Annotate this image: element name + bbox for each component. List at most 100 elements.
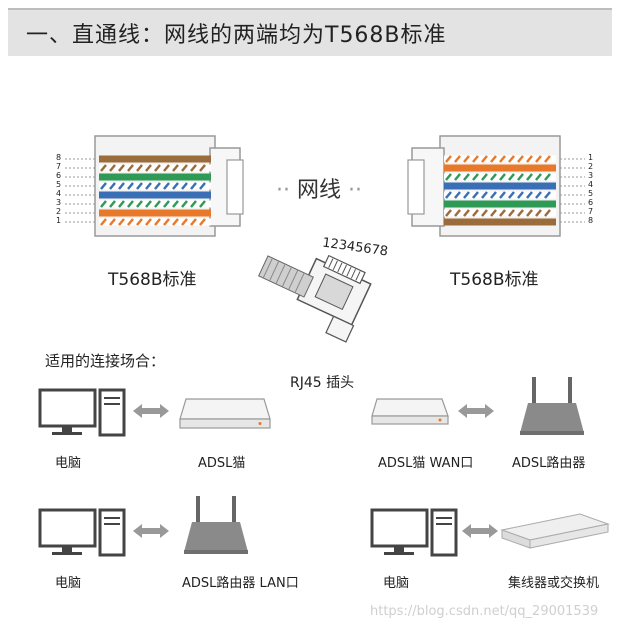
wire-stripe	[526, 173, 533, 181]
computer-icon	[38, 388, 126, 437]
left-standard-label: T568B标准	[108, 270, 197, 290]
wire-stripe	[199, 218, 206, 226]
wire-stripe	[508, 191, 515, 199]
wire	[99, 209, 211, 217]
wire-stripe	[118, 164, 125, 172]
scenario1-right-label: ADSL猫	[198, 456, 246, 471]
pin-label: 4	[56, 189, 62, 198]
scenarios-title: 适用的连接场合：	[45, 352, 166, 370]
wire-stripe	[445, 173, 452, 181]
wire-stripe	[472, 155, 479, 163]
wire-stripe	[472, 191, 479, 199]
pin-label: 4	[588, 180, 594, 189]
wire	[444, 209, 556, 217]
wire-stripe	[127, 164, 134, 172]
wire-stripe	[181, 218, 188, 226]
wire-stripe	[172, 164, 179, 172]
left-pin-numbers: 8 7 6 5 4 3 2 1	[56, 153, 61, 225]
wire-stripe	[535, 209, 542, 217]
wire-stripe	[535, 191, 542, 199]
wire-stripe	[481, 191, 488, 199]
pin-label: 1	[56, 216, 62, 225]
adsl-modem-icon	[371, 398, 449, 425]
wire-stripe	[145, 182, 152, 190]
wire-stripe	[490, 155, 497, 163]
pin-label: 6	[588, 198, 594, 207]
double-arrow-icon	[133, 404, 169, 418]
scenario3-right-label: ADSL路由器 LAN口	[182, 576, 299, 591]
switch-icon	[500, 513, 610, 549]
wire-stripe	[145, 218, 152, 226]
wire-stripe	[544, 191, 551, 199]
wire-stripe	[172, 182, 179, 190]
wire-stripe	[463, 209, 470, 217]
wire	[444, 182, 556, 190]
header-bar: 一、直通线：网线的两端均为T568B标准	[8, 8, 612, 56]
wire-stripe	[100, 218, 107, 226]
left-rj45-connector	[65, 135, 244, 237]
wire-stripe	[190, 218, 197, 226]
wire-stripe	[127, 182, 134, 190]
pin-label: 6	[56, 171, 62, 180]
wire-stripe	[136, 182, 143, 190]
wire-stripe	[118, 218, 125, 226]
wire-stripe	[508, 209, 515, 217]
wire-stripe	[499, 209, 506, 217]
wire-stripe	[517, 191, 524, 199]
wire-stripe	[463, 155, 470, 163]
pin-label: 5	[588, 189, 594, 198]
double-arrow-icon	[458, 404, 494, 418]
wire-stripe	[109, 200, 116, 208]
wire-stripe	[163, 218, 170, 226]
pin-label: 3	[56, 198, 62, 207]
router-icon	[184, 496, 248, 554]
adsl-modem-icon	[179, 398, 271, 429]
wire-stripe	[499, 191, 506, 199]
wire-stripe	[526, 191, 533, 199]
wire-stripe	[544, 155, 551, 163]
wire	[444, 200, 556, 208]
wire-stripe	[118, 182, 125, 190]
wire-stripe	[190, 200, 197, 208]
scenario4-left-label: 电脑	[383, 576, 410, 591]
computer-icon	[370, 508, 458, 557]
wire-stripe	[445, 155, 452, 163]
wire-stripe	[136, 200, 143, 208]
wire	[99, 200, 211, 208]
wire	[444, 218, 556, 226]
dots-icon: ··	[341, 178, 362, 203]
wire-stripe	[535, 155, 542, 163]
wire-stripe	[154, 200, 161, 208]
dots-icon: ··	[276, 178, 297, 203]
wire-stripe	[145, 164, 152, 172]
wire-stripe	[199, 164, 206, 172]
pin-label: 5	[56, 180, 62, 189]
wire-stripe	[481, 209, 488, 217]
wire-stripe	[154, 164, 161, 172]
wire-stripe	[109, 164, 116, 172]
wire-stripe	[526, 209, 533, 217]
wire-stripe	[445, 209, 452, 217]
watermark: https://blog.csdn.net/qq_29001539	[370, 604, 599, 619]
cable-label: 网线	[296, 178, 341, 203]
pin-label: 2	[56, 207, 62, 216]
scenario2-left-label: ADSL猫 WAN口	[378, 456, 474, 471]
wire-stripe	[526, 155, 533, 163]
pin-label: 8	[56, 153, 62, 162]
wire-stripe	[463, 191, 470, 199]
pin-label: 7	[588, 207, 594, 216]
page-title: 一、直通线：网线的两端均为T568B标准	[26, 23, 447, 48]
computer-icon	[38, 508, 126, 557]
wire-stripe	[109, 218, 116, 226]
wire-stripe	[499, 173, 506, 181]
cable-label-group: ·· 网线 ··	[276, 172, 362, 204]
wire-stripe	[535, 173, 542, 181]
wire-stripe	[517, 209, 524, 217]
wire	[99, 164, 211, 172]
wire-stripe	[172, 218, 179, 226]
pin-label: 2	[588, 162, 594, 171]
wire	[99, 191, 211, 199]
wire-stripe	[190, 182, 197, 190]
router-icon	[520, 377, 584, 435]
wire-stripe	[508, 155, 515, 163]
